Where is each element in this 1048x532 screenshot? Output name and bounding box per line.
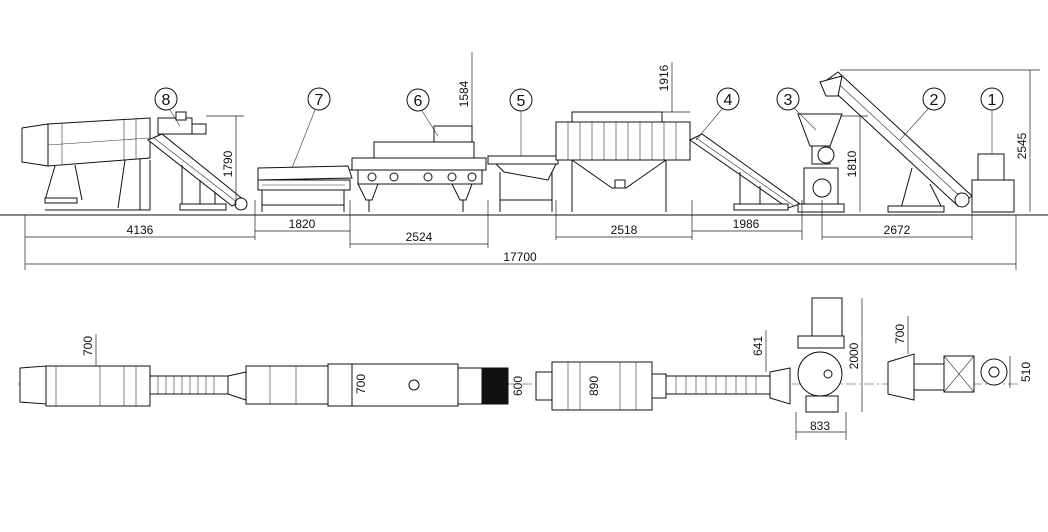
machine-7-table — [257, 165, 373, 212]
dim-height-8: 1790 — [221, 150, 235, 177]
item-number-3: 3 — [784, 92, 793, 109]
machine-1-hopper — [971, 153, 1015, 213]
plan-dim-width-3a: 641 — [751, 336, 765, 356]
plan-dim-width-6: 700 — [354, 374, 368, 394]
plan-machine-1: 510 — [980, 356, 1033, 388]
plan-machine-7 — [245, 365, 329, 405]
plan-machine-6: 700 — [327, 363, 459, 407]
machine-8-conveyor — [147, 111, 248, 211]
item-label-2: 2 — [899, 87, 946, 141]
machine-8-drum — [21, 117, 151, 211]
plan-machine-4: 890 641 — [535, 330, 791, 411]
item-label-8: 8 — [154, 87, 181, 127]
dim-height-1: 2545 — [1015, 132, 1029, 159]
item-label-6: 6 — [406, 88, 439, 137]
machine-6-fryer — [351, 125, 487, 212]
item-label-4: 4 — [695, 87, 740, 141]
plan-dim-width-1: 510 — [1019, 362, 1033, 382]
item-number-5: 5 — [517, 93, 526, 110]
height-dimensions: 1790 1584 1916 1810 2545 — [206, 52, 1040, 212]
item-number-4: 4 — [724, 92, 733, 109]
plan-machine-2: 700 — [887, 316, 975, 401]
plan-machine-3: 2000 833 — [795, 297, 863, 440]
plan-view: 700 700 600 8 — [18, 297, 1033, 440]
plan-dim-width-2: 700 — [893, 324, 907, 344]
item-number-7: 7 — [315, 92, 324, 109]
dim-length-4: 1986 — [733, 217, 760, 231]
plan-dim-width-3b: 2000 — [847, 342, 861, 369]
dim-length-2: 2672 — [884, 223, 911, 237]
plan-dim-width-5: 600 — [511, 376, 525, 396]
dim-length-8: 4136 — [127, 223, 154, 237]
item-number-2: 2 — [930, 92, 939, 109]
dim-length-6: 2524 — [406, 230, 433, 244]
plan-dim-width-8: 700 — [81, 336, 95, 356]
item-label-3: 3 — [776, 87, 817, 131]
length-dimensions: 4136 1820 2524 2518 1986 2672 17700 — [24, 200, 1017, 270]
dim-height-2: 1810 — [845, 150, 859, 177]
dim-length-5: 2518 — [611, 223, 638, 237]
plan-dim-width-4: 890 — [587, 376, 601, 396]
dim-length-7: 1820 — [289, 217, 316, 231]
item-number-6: 6 — [414, 93, 423, 110]
item-number-1: 1 — [988, 92, 997, 109]
plan-machine-8: 700 — [19, 334, 247, 407]
plan-dim-depth-3: 833 — [810, 419, 830, 433]
item-label-5: 5 — [509, 88, 533, 156]
elevation-view: 8 7 6 5 4 — [0, 52, 1048, 270]
dim-total-length: 17700 — [503, 250, 537, 264]
item-label-1: 1 — [980, 87, 1004, 154]
dim-height-4: 1916 — [657, 64, 671, 91]
item-labels: 8 7 6 5 4 — [154, 87, 1004, 169]
machine-2-elevator — [819, 71, 973, 213]
dim-height-6: 1584 — [457, 80, 471, 107]
plan-machine-5: 600 — [457, 367, 525, 405]
machine-5-table — [487, 155, 559, 212]
machine-4-conveyor — [689, 133, 802, 211]
machine-4-drum — [555, 111, 691, 212]
item-label-7: 7 — [291, 87, 331, 169]
item-number-8: 8 — [162, 92, 171, 109]
machine-3-slicer — [797, 113, 845, 213]
